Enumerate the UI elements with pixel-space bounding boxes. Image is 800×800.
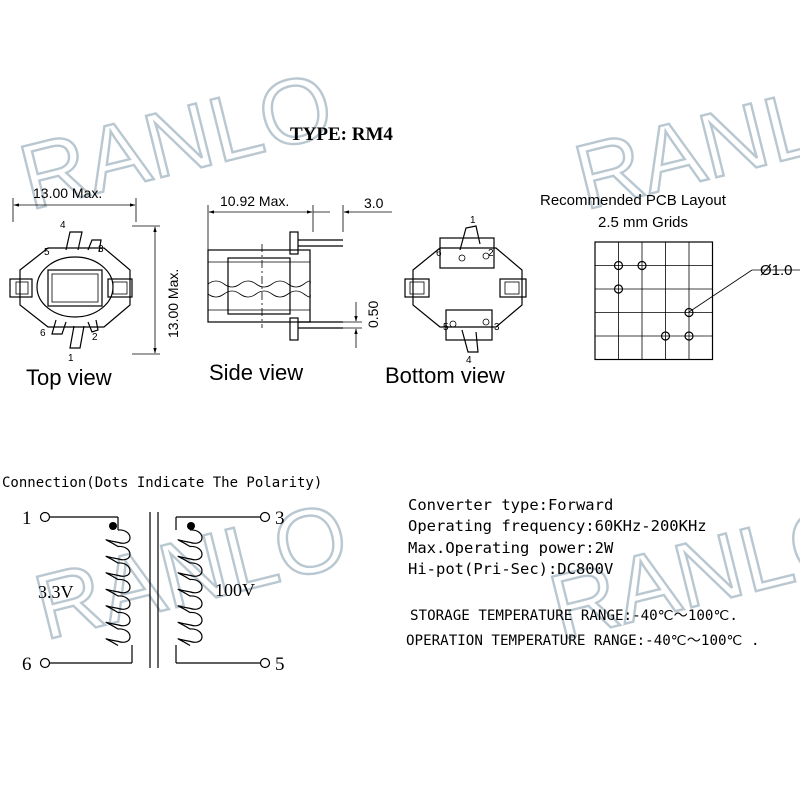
pcb-layout-title: Recommended PCB Layout [540, 192, 727, 209]
secondary-winding [177, 529, 203, 647]
pin-1-label: 1 [22, 508, 32, 529]
pcb-hole-dim: Ø1.0 [760, 262, 793, 279]
pcb-layout-grid-size: 2.5 mm Grids [598, 214, 688, 231]
pcb-hole [684, 331, 694, 341]
pin-5-terminal [259, 657, 271, 669]
top-view-pin-2: 2 [92, 332, 98, 343]
top-view: 13.00 Max. 13.00 Max. 4 5 3 6 2 1 Top vi… [9, 185, 181, 390]
pcb-hole [684, 307, 694, 318]
primary-voltage: 3.3V [38, 582, 74, 602]
storage-temperature: STORAGE TEMPERATURE RANGE:-40℃～100℃. [410, 608, 738, 624]
side-view-label: Side view [209, 360, 303, 385]
operation-temperature: OPERATION TEMPERATURE RANGE:-40℃～100℃ . [406, 633, 760, 649]
secondary-voltage: 100V [215, 580, 255, 600]
top-view-pin-5: 5 [44, 247, 50, 258]
side-view-pin-thickness: 0.50 [365, 301, 381, 328]
type-label: TYPE: RM4 [290, 124, 393, 145]
temperature-ranges: STORAGE TEMPERATURE RANGE:-40℃～100℃. OPE… [406, 608, 760, 649]
pin-3-label: 3 [275, 508, 285, 529]
top-view-pin-6: 6 [40, 328, 46, 339]
connection-diagram: Connection(Dots Indicate The Polarity) 1… [2, 475, 322, 675]
bottom-view-label: Bottom view [385, 363, 505, 388]
pin-3-terminal [259, 511, 271, 523]
watermark-bottom-left: RANLO [25, 484, 357, 660]
spec-operating-power: Max.Operating power:2W [408, 539, 614, 557]
bottom-view-pin-3: 3 [494, 322, 500, 333]
bottom-view-pin-1: 1 [470, 215, 476, 226]
top-view-pin-1: 1 [68, 353, 74, 364]
pcb-grid-border [594, 241, 714, 361]
side-view: 10.92 Max. 3.0 0.50 Side view [207, 193, 392, 385]
pcb-hole [660, 331, 671, 341]
bottom-view: 1 6 2 5 3 4 Bottom view [385, 215, 527, 388]
pin-6-label: 6 [22, 654, 32, 675]
top-view-pin-4: 4 [60, 220, 66, 231]
top-view-width-dim: 13.00 Max. [33, 185, 102, 201]
side-view-pin-dim: 3.0 [364, 195, 384, 211]
pcb-grid [594, 241, 714, 361]
top-view-pin-3: 3 [98, 244, 104, 255]
bottom-view-pin-2: 2 [488, 248, 494, 259]
bottom-view-pin-4: 4 [466, 355, 472, 366]
primary-polarity-dot [109, 522, 117, 530]
connection-title: Connection(Dots Indicate The Polarity) [2, 475, 322, 491]
pin-1-terminal [39, 511, 51, 523]
specifications: Converter type:Forward Operating frequen… [408, 496, 707, 578]
spec-converter-type: Converter type:Forward [408, 496, 613, 514]
spec-operating-frequency: Operating frequency:60KHz-200KHz [408, 517, 707, 535]
side-view-width-dim: 10.92 Max. [220, 193, 289, 209]
top-view-label: Top view [26, 365, 112, 390]
pin-6-terminal [39, 657, 51, 669]
pcb-hole [613, 260, 624, 271]
pcb-layout: Recommended PCB Layout 2.5 mm Grids Ø1.0 [540, 192, 800, 361]
spec-hipot: Hi-pot(Pri-Sec):DC800V [408, 560, 613, 578]
bottom-view-pin-6: 6 [436, 248, 442, 259]
top-view-height-dim: 13.00 Max. [165, 269, 181, 338]
watermark-group: RANLO RANLO RANLO RANLO [9, 53, 800, 661]
primary-winding [105, 529, 131, 647]
pcb-hole [637, 260, 647, 271]
pin-5-label: 5 [275, 654, 285, 675]
secondary-polarity-dot [187, 522, 195, 530]
bottom-view-pin-5: 5 [443, 322, 449, 333]
pcb-hole [613, 284, 624, 294]
